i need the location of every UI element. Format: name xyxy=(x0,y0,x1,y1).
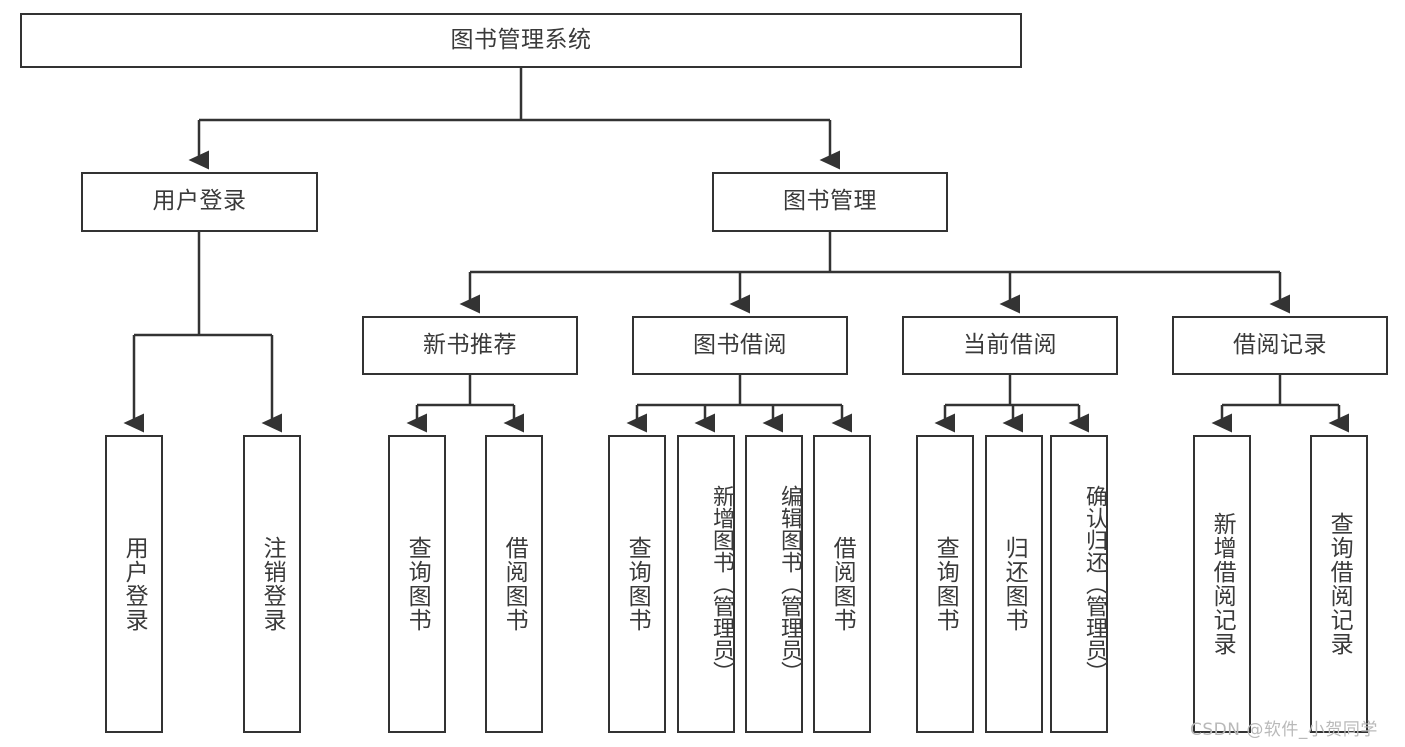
leaf-add-borrow-record[interactable]: 新增借阅记录 xyxy=(1193,435,1251,733)
node-label: 当前借阅 xyxy=(963,331,1057,358)
node-label: 新增图书（管理员） xyxy=(709,485,734,683)
leaf-logout[interactable]: 注销登录 xyxy=(243,435,301,733)
node-label: 借阅图书 xyxy=(829,536,856,632)
node-borrow-record[interactable]: 借阅记录 xyxy=(1172,316,1388,375)
node-label: 用户登录 xyxy=(152,188,247,215)
leaf-confirm-return-admin[interactable]: 确认归还（管理员） xyxy=(1050,435,1108,733)
node-label: 注销登录 xyxy=(259,536,286,632)
node-label: 图书借阅 xyxy=(693,331,787,358)
leaf-query-book-borrow[interactable]: 查询图书 xyxy=(608,435,666,733)
node-label: 借阅图书 xyxy=(501,536,528,632)
leaf-borrow-book[interactable]: 借阅图书 xyxy=(813,435,871,733)
node-label: 编辑图书（管理员） xyxy=(777,485,802,683)
node-book-management[interactable]: 图书管理 xyxy=(712,172,948,232)
node-label: 确认归还（管理员） xyxy=(1082,485,1107,683)
node-label: 归还图书 xyxy=(1001,536,1028,632)
leaf-query-borrow-record[interactable]: 查询借阅记录 xyxy=(1310,435,1368,733)
leaf-query-book-current[interactable]: 查询图书 xyxy=(916,435,974,733)
node-label: 查询图书 xyxy=(404,536,431,632)
node-label: 借阅记录 xyxy=(1233,331,1327,358)
node-user-login[interactable]: 用户登录 xyxy=(81,172,318,232)
watermark: CSDN @软件_小贺同学 xyxy=(1190,720,1378,740)
leaf-edit-book-admin[interactable]: 编辑图书（管理员） xyxy=(745,435,803,733)
node-label: 查询图书 xyxy=(624,536,651,632)
leaf-return-book[interactable]: 归还图书 xyxy=(985,435,1043,733)
leaf-user-login[interactable]: 用户登录 xyxy=(105,435,163,733)
node-label: 图书管理 xyxy=(783,188,877,215)
node-label: 图书管理系统 xyxy=(450,26,592,53)
node-root-system[interactable]: 图书管理系统 xyxy=(20,13,1022,68)
leaf-add-book-admin[interactable]: 新增图书（管理员） xyxy=(677,435,735,733)
node-book-borrow[interactable]: 图书借阅 xyxy=(632,316,848,375)
node-new-book-recommend[interactable]: 新书推荐 xyxy=(362,316,578,375)
node-current-borrow[interactable]: 当前借阅 xyxy=(902,316,1118,375)
node-label: 查询图书 xyxy=(932,536,959,632)
leaf-borrow-book-recommend[interactable]: 借阅图书 xyxy=(485,435,543,733)
node-label: 用户登录 xyxy=(121,536,148,632)
leaf-query-book-recommend[interactable]: 查询图书 xyxy=(388,435,446,733)
node-label: 新书推荐 xyxy=(423,331,517,358)
node-label: 新增借阅记录 xyxy=(1209,512,1236,656)
node-label: 查询借阅记录 xyxy=(1326,512,1353,656)
